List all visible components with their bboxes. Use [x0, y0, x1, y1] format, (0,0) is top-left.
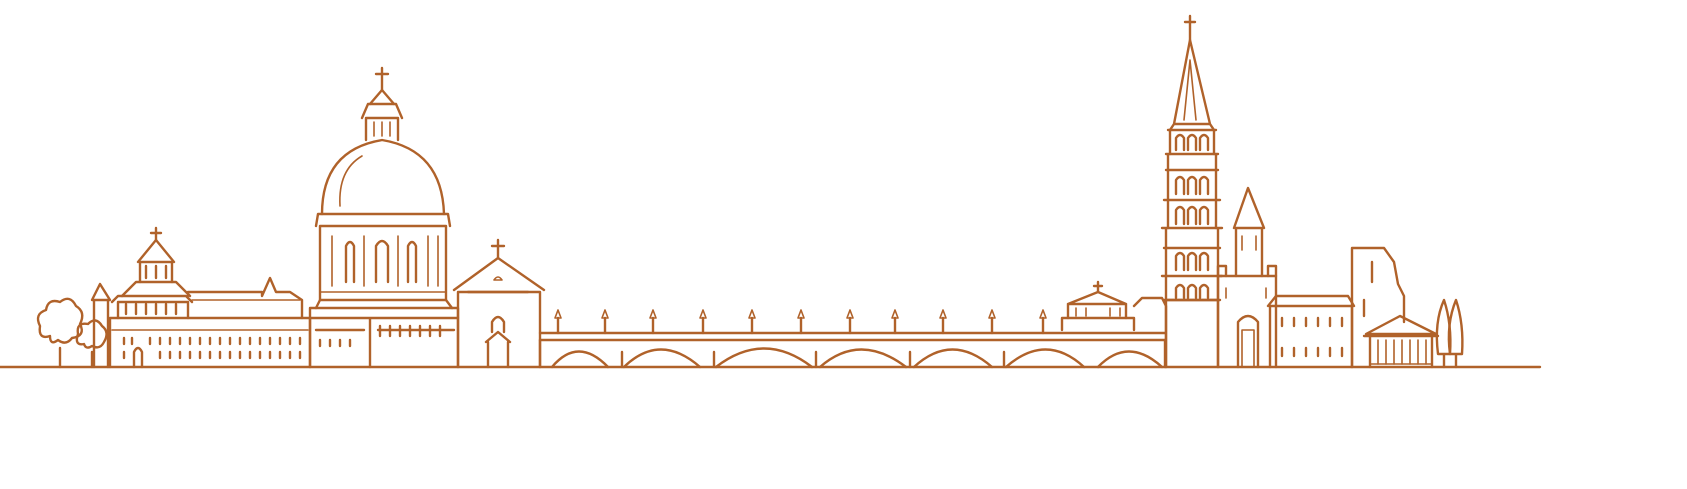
tower-windows: [1174, 133, 1210, 300]
gothic-bell-tower: [1160, 14, 1224, 369]
right-low-building: [1266, 294, 1356, 369]
ruined-tower: [1350, 246, 1406, 369]
temple-portico: [1362, 314, 1440, 369]
palace-complex: [108, 226, 312, 369]
stone-bridge: [538, 309, 1167, 369]
bridge-lanterns: [554, 309, 1047, 335]
cypress-trees: [1435, 298, 1464, 369]
left-trees: [36, 297, 108, 369]
palace-windows: [122, 264, 302, 360]
domed-chapel: [308, 66, 460, 369]
bridge-arches: [550, 347, 1164, 369]
castle-walls: [1216, 186, 1278, 369]
small-church: [452, 238, 546, 369]
left-small-tower: [90, 282, 112, 369]
